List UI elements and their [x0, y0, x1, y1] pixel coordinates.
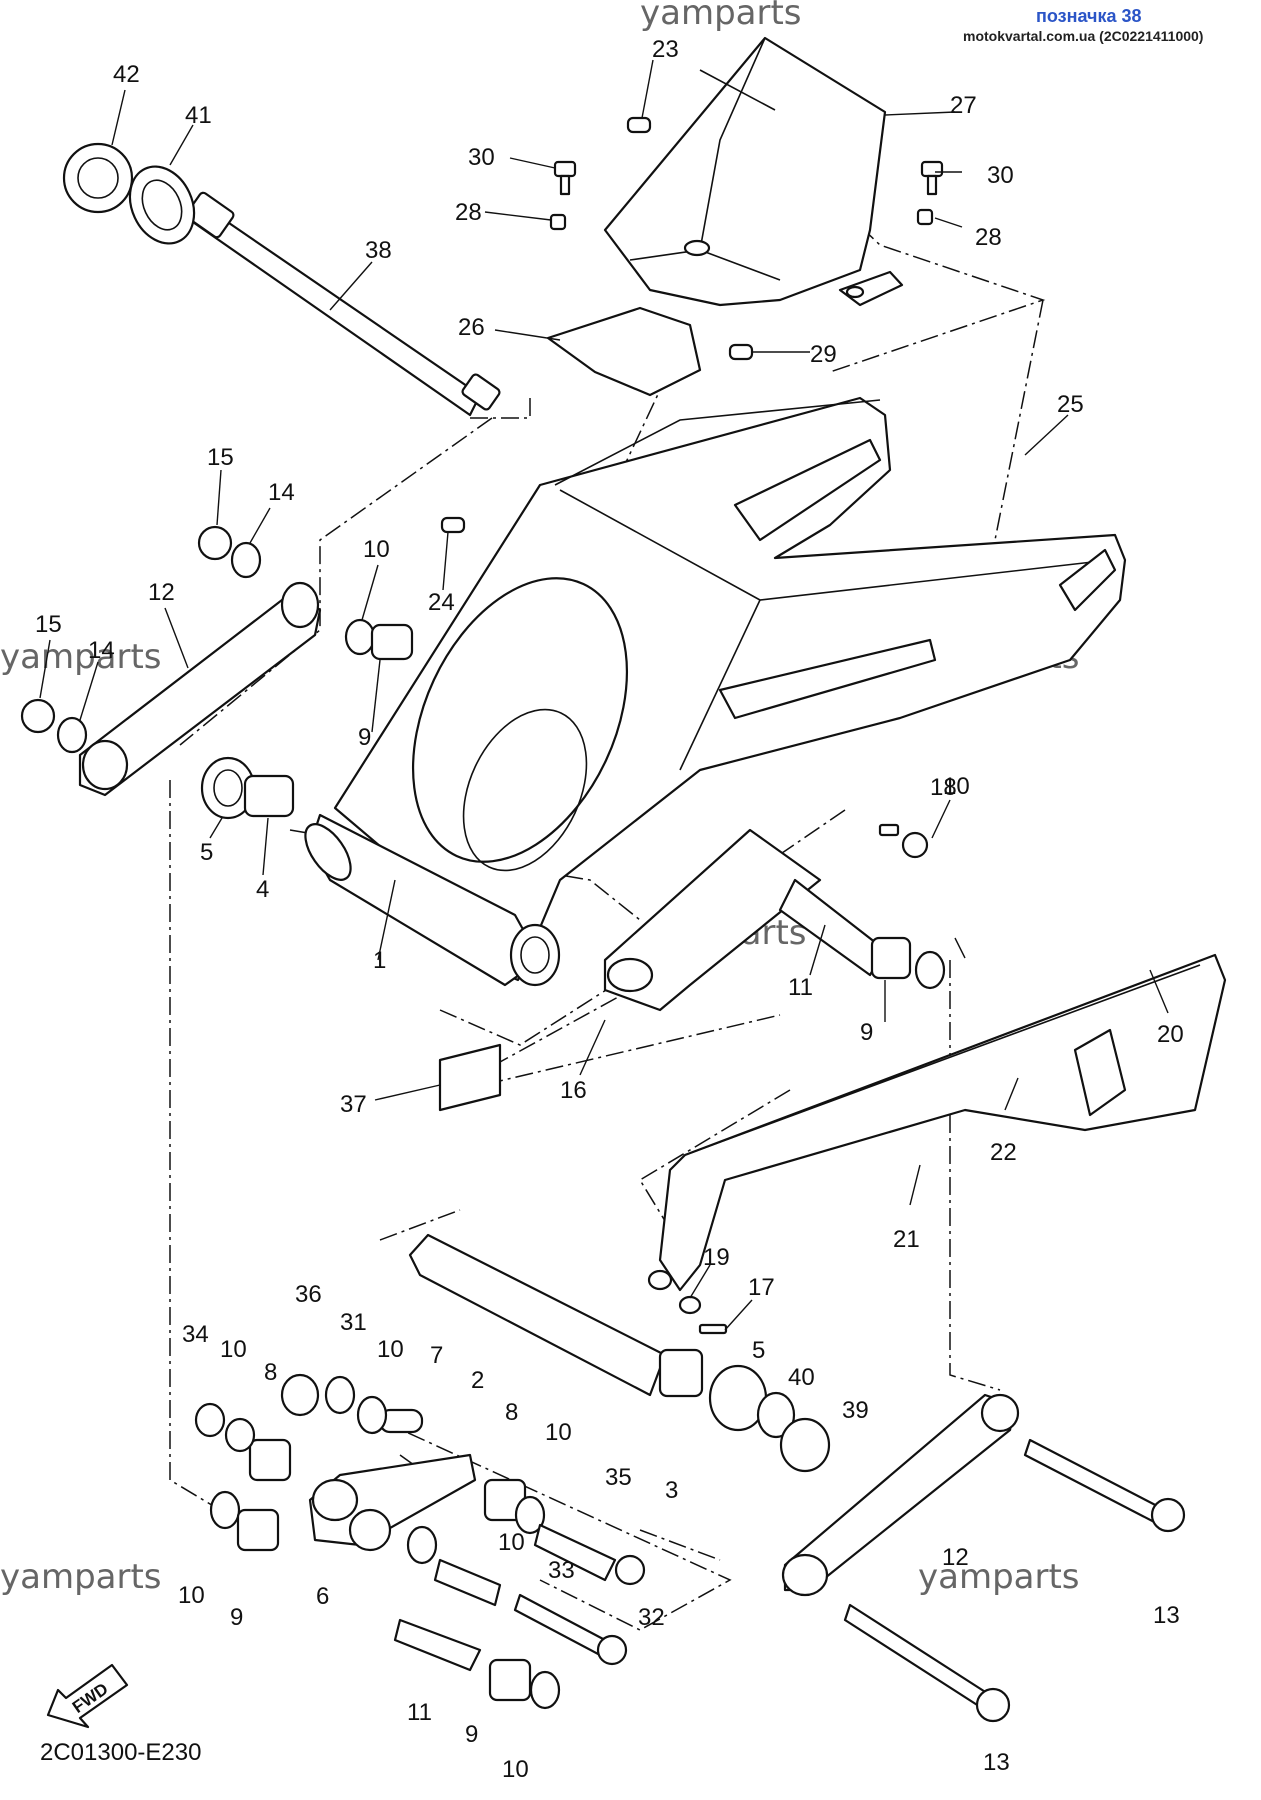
callout-13: 13	[1153, 1602, 1180, 1629]
callout-numbers: 1 2 3 4 5 5 6 7 8 8 9 9 9 9 10 10 10 10 …	[35, 36, 1184, 1783]
callout-32: 32	[638, 1604, 665, 1631]
swingarm	[304, 396, 1127, 987]
callout-23: 23	[652, 36, 679, 63]
relay-arm-links-left	[20, 525, 414, 820]
callout-10: 10	[498, 1529, 525, 1556]
callout-9: 9	[358, 724, 371, 751]
watermark: yamparts	[918, 1557, 1080, 1597]
callout-14: 14	[88, 637, 115, 664]
callout-16: 16	[560, 1077, 587, 1104]
callout-42: 42	[113, 61, 140, 88]
callout-28: 28	[455, 199, 482, 226]
callout-10: 10	[220, 1336, 247, 1363]
callout-10: 10	[943, 773, 970, 800]
screws-and-collars	[549, 160, 944, 231]
callout-7: 7	[430, 1342, 443, 1369]
callout-40: 40	[788, 1364, 815, 1391]
callout-9: 9	[230, 1604, 243, 1631]
callout-9: 9	[465, 1721, 478, 1748]
pivot-shaft	[185, 191, 501, 417]
callout-22: 22	[990, 1139, 1017, 1166]
callout-33: 33	[548, 1557, 575, 1584]
assembly-lines	[169, 204, 1046, 1631]
callout-13: 13	[983, 1749, 1010, 1776]
watermark: yamparts	[640, 0, 802, 33]
callout-12: 12	[942, 1544, 969, 1571]
callout-17: 17	[748, 1274, 775, 1301]
callout-14: 14	[268, 479, 295, 506]
callout-5: 5	[200, 839, 213, 866]
right-bearings	[778, 823, 946, 990]
callout-39: 39	[842, 1397, 869, 1424]
callout-37: 37	[340, 1091, 367, 1118]
hose-clamps	[440, 116, 754, 534]
callout-30: 30	[468, 144, 495, 171]
header-title[interactable]: позначка 38	[1036, 6, 1142, 26]
callout-1: 1	[373, 947, 386, 974]
callout-15: 15	[35, 611, 62, 638]
callout-36: 36	[295, 1281, 322, 1308]
fender-plate	[546, 306, 702, 397]
callout-9: 9	[860, 1019, 873, 1046]
callout-34: 34	[182, 1321, 209, 1348]
watermark: yamparts	[0, 637, 162, 677]
callout-10: 10	[502, 1756, 529, 1783]
callout-27: 27	[950, 92, 977, 119]
callout-20: 20	[1157, 1021, 1184, 1048]
callout-24: 24	[428, 589, 455, 616]
chain-slider	[603, 828, 822, 1012]
callout-29: 29	[810, 341, 837, 368]
callout-31: 31	[340, 1309, 367, 1336]
callout-21: 21	[893, 1226, 920, 1253]
swingarm-label	[438, 1043, 502, 1112]
header-subtitle: motokvartal.com.ua (2C0221411000)	[963, 28, 1203, 44]
callout-2: 2	[471, 1367, 484, 1394]
callout-11: 11	[407, 1699, 432, 1726]
callout-11: 11	[788, 974, 813, 1001]
callout-12: 12	[148, 579, 175, 606]
watermark: yamparts	[0, 1557, 162, 1597]
callout-25: 25	[1057, 391, 1084, 418]
diagram-code: 2C01300-E230	[40, 1739, 201, 1766]
callout-30: 30	[987, 162, 1014, 189]
callout-6: 6	[316, 1583, 329, 1610]
leader-lines	[39, 59, 1169, 1331]
callout-3: 3	[665, 1477, 678, 1504]
lower-linkage	[194, 1233, 831, 1710]
callout-19: 19	[703, 1244, 730, 1271]
callout-4: 4	[256, 876, 269, 903]
callout-5: 5	[752, 1337, 765, 1364]
pivot-washer-and-nut	[62, 142, 196, 245]
callout-8: 8	[264, 1359, 277, 1386]
callout-38: 38	[365, 237, 392, 264]
fwd-arrow-icon: FWD	[46, 1663, 129, 1729]
callout-41: 41	[185, 102, 212, 129]
callout-10: 10	[545, 1419, 572, 1446]
callout-26: 26	[458, 314, 485, 341]
callout-15: 15	[207, 444, 234, 471]
rear-fender	[603, 36, 904, 307]
callout-10: 10	[377, 1336, 404, 1363]
callout-35: 35	[605, 1464, 632, 1491]
callout-28: 28	[975, 224, 1002, 251]
callout-10: 10	[363, 536, 390, 563]
callout-10: 10	[178, 1582, 205, 1609]
chain-guard	[647, 953, 1227, 1292]
callout-8: 8	[505, 1399, 518, 1426]
callout-18: 18	[930, 774, 957, 801]
relay-arm-link-right	[781, 1393, 1186, 1723]
